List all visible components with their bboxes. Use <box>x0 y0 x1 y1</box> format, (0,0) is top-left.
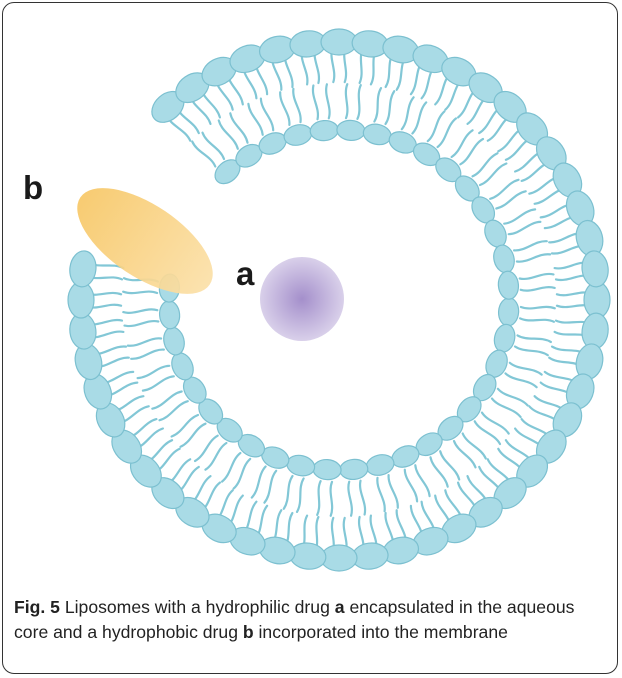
lipid-tail <box>438 118 456 147</box>
lipid-head <box>282 122 314 148</box>
lipid-head <box>285 453 317 479</box>
lipid-tail <box>248 104 262 135</box>
figure-caption: Fig. 5 Liposomes with a hydrophilic drug… <box>14 595 604 645</box>
lipid-head <box>492 322 518 354</box>
lipid-tail <box>510 363 542 375</box>
lipid-head <box>339 458 369 480</box>
lipid-head <box>161 325 187 357</box>
lipid-tail <box>521 307 555 309</box>
lipid-tail <box>504 209 535 223</box>
lipid-tail <box>131 350 164 359</box>
lipid-tail <box>222 453 240 482</box>
lipid-tail <box>331 482 333 516</box>
caption-drug-a: a <box>335 597 345 617</box>
caption-prefix: Fig. 5 <box>14 597 60 617</box>
lipid-tail <box>514 241 547 250</box>
lipid-tail <box>520 318 554 321</box>
lipid-tail <box>261 99 273 131</box>
lipid-head <box>491 243 517 275</box>
lipid-tail <box>284 476 293 509</box>
lipid-tail <box>297 479 304 512</box>
lipid-tail <box>128 338 161 345</box>
lipid-tail <box>405 470 417 502</box>
lipid-head <box>309 119 339 141</box>
lipid-tail <box>264 471 276 503</box>
lipid-tail <box>252 467 266 498</box>
lipid-tail <box>280 92 289 125</box>
lipid-tail <box>377 478 384 511</box>
caption-text-3: incorporated into the membrane <box>254 622 508 642</box>
lipid-tail <box>521 287 555 290</box>
lipid-head <box>312 459 341 481</box>
hydrophilic-drug <box>260 257 344 341</box>
lipid-head <box>497 270 519 300</box>
lipid-tail <box>492 399 521 417</box>
lipid-tail <box>415 465 429 496</box>
lipid-tail <box>326 84 329 118</box>
lipid-tail <box>520 274 554 279</box>
lipid-tail <box>452 130 473 157</box>
lipid-tail <box>386 91 395 124</box>
liposome-diagram <box>0 0 622 600</box>
lipid-tail <box>498 389 528 406</box>
lipid-head <box>580 249 610 288</box>
lipid-tail <box>518 335 551 342</box>
lipid-tail <box>346 84 348 118</box>
lipid-tail <box>428 111 445 141</box>
caption-drug-b: b <box>243 622 254 642</box>
lipid-head <box>498 297 520 326</box>
caption-text-1: Liposomes with a hydrophilic drug <box>60 597 335 617</box>
lipid-tail <box>123 309 157 312</box>
lipid-tail <box>205 443 226 470</box>
lipid-head <box>158 300 180 330</box>
lipid-tail <box>360 481 365 515</box>
lipid-tail <box>482 413 509 434</box>
lipid-tail <box>143 376 174 390</box>
lipid-tail <box>348 482 351 516</box>
lipid-tail <box>374 88 381 121</box>
label-a: a <box>236 257 254 290</box>
lipid-head <box>68 249 98 288</box>
lipid-tail <box>515 347 548 356</box>
lipid-tail <box>313 86 318 120</box>
lipid-tail <box>123 292 157 294</box>
lipid-tail <box>357 85 360 119</box>
lipid-head <box>361 122 393 148</box>
lipid-tail <box>509 222 541 234</box>
lipid-head <box>336 119 365 141</box>
lipid-tail <box>389 475 398 508</box>
lipid-tail <box>138 366 170 378</box>
lipid-tail <box>125 321 159 326</box>
lipid-tail <box>317 481 320 515</box>
lipid-tail <box>402 97 414 129</box>
lipid-tail <box>506 373 537 387</box>
lipid-tail <box>234 459 251 489</box>
lipid-tail <box>293 89 300 122</box>
lipid-head <box>364 452 396 478</box>
label-b: b <box>23 171 43 204</box>
lipid-tail <box>517 254 550 261</box>
lipid-tail <box>412 102 426 133</box>
